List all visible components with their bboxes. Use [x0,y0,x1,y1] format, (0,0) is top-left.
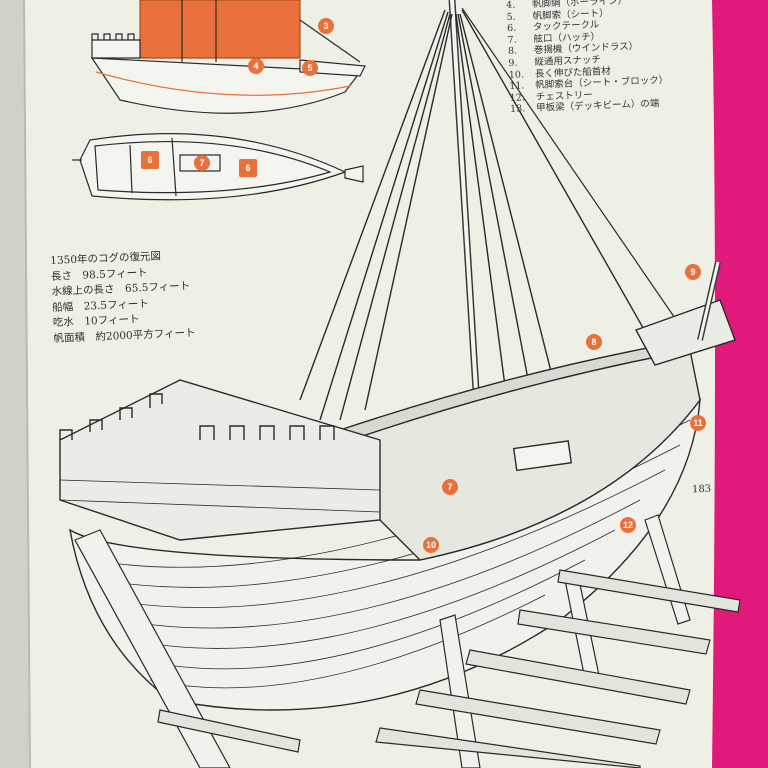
callout-marker: 6 [239,159,257,177]
hatch [512,440,573,472]
hull-side [90,57,362,114]
callout-marker: 11 [690,415,706,431]
hull [59,261,736,711]
callout-marker: 8 [586,334,602,350]
plan-view-drawing [72,133,364,201]
fore-castle [634,299,736,366]
supports [74,514,741,768]
callout-marker: 5 [302,60,318,76]
callout-marker: 6 [141,151,159,169]
page-edge-shadow [0,0,30,768]
callout-marker: 4 [248,58,264,74]
page-gutter-line [23,0,31,768]
callout-marker: 10 [423,537,439,553]
callout-marker: 7 [442,479,458,495]
callout-marker: 7 [194,155,210,171]
sail [139,0,301,59]
page-number: 183 [691,483,712,496]
parts-legend: 4.帆脚綱（ボーライン） 5.帆脚索（シート） 6.タックテークル 7.舷口（ハ… [506,0,760,116]
callout-marker: 3 [318,18,334,34]
callout-marker: 12 [620,517,636,533]
ship-specifications: 1350年のコグの復元図 長さ 98.5フィート 水線上の長さ 65.5フィート… [50,245,274,348]
callout-marker: 9 [685,264,701,280]
side-elevation-drawing [90,0,366,114]
stern-post [74,529,231,768]
